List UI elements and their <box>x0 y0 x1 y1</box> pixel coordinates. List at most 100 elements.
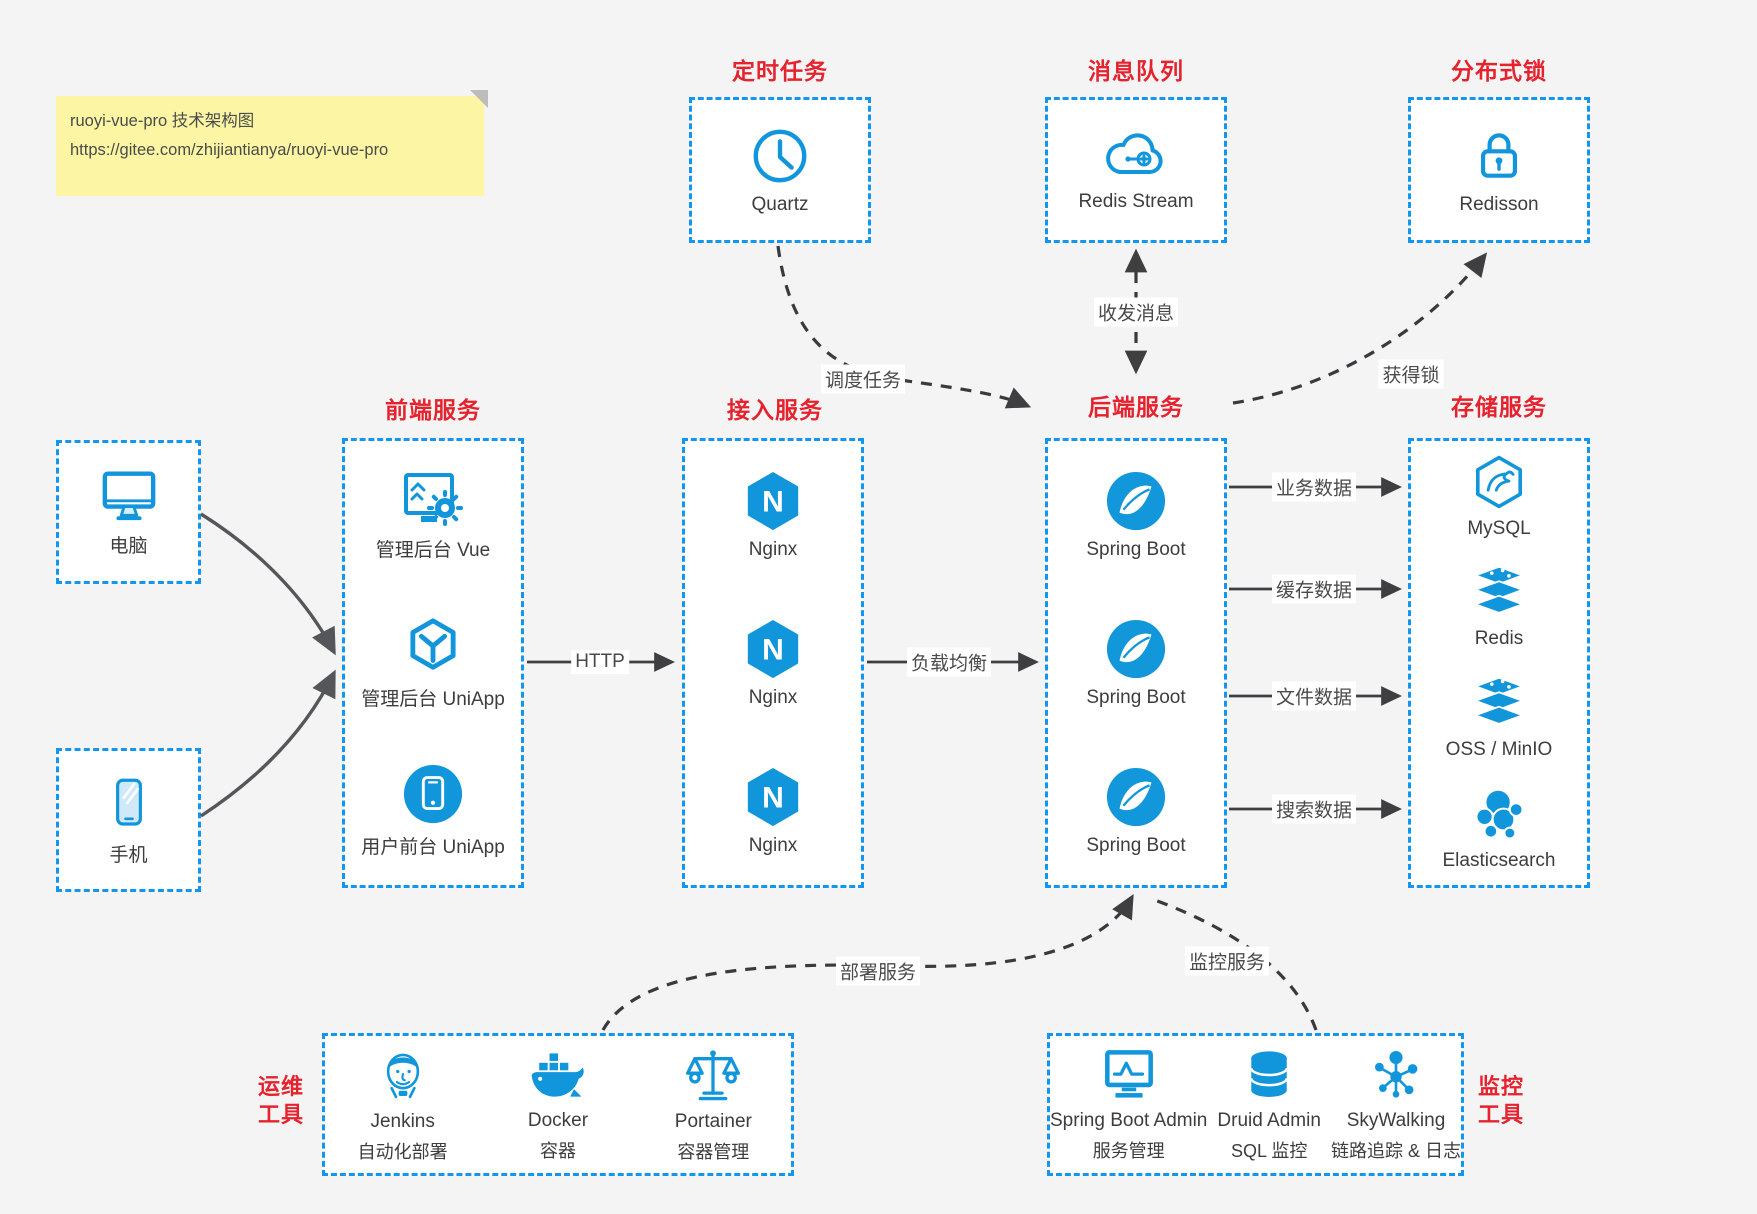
title-monitoring-tools: 监控 工具 <box>1477 1074 1525 1127</box>
svg-text:N: N <box>762 633 784 666</box>
admin-vue-icon <box>404 473 463 526</box>
node-quartz-label: Quartz <box>751 193 809 215</box>
title-frontend: 前端服务 <box>385 397 481 423</box>
nginx-icon: N <box>747 767 799 826</box>
arrow-acquire-lock <box>1232 252 1488 405</box>
title-gateway: 接入服务 <box>727 397 823 423</box>
node-spring-boot-admin-label: Spring Boot Admin <box>1050 1109 1208 1131</box>
scheduled-tasks-box: Quartz <box>689 97 871 243</box>
arrow-pc-to-frontend <box>200 512 336 656</box>
portainer-icon <box>686 1049 741 1100</box>
gear-icon <box>427 490 463 526</box>
node-mysql: MySQL <box>1411 441 1587 552</box>
title-message-queue: 消息队列 <box>1088 58 1184 84</box>
smartphone-icon <box>115 778 142 826</box>
node-skywalking-desc: 链路追踪 & 日志 <box>1330 1140 1461 1161</box>
node-quartz: Quartz <box>692 100 868 240</box>
node-jenkins-desc: 自动化部署 <box>357 1141 448 1162</box>
docker-icon <box>531 1052 584 1097</box>
node-redisson: Redisson <box>1411 100 1587 240</box>
node-docker-label: Docker <box>527 1109 589 1131</box>
lock-icon <box>1480 132 1518 178</box>
node-oss-minio: OSS / MinIO <box>1411 663 1587 774</box>
node-elasticsearch: Elasticsearch <box>1411 774 1587 885</box>
node-oss-minio-label: OSS / MinIO <box>1445 739 1553 760</box>
edge-label-file-data: 文件数据 <box>1271 681 1357 711</box>
title-storage: 存储服务 <box>1451 394 1547 420</box>
gateway-box: N Nginx N Nginx N Nginx <box>682 438 864 888</box>
arrow-phone-to-frontend <box>200 669 336 818</box>
node-springboot-3-label: Spring Boot <box>1086 834 1186 856</box>
note-url: https://gitee.com/zhijiantianya/ruoyi-vu… <box>70 141 389 159</box>
monitor-chart-icon <box>1104 1049 1153 1098</box>
title-backend: 后端服务 <box>1088 394 1184 420</box>
uniapp-icon <box>410 618 456 670</box>
node-springboot-2: Spring Boot <box>1048 589 1224 737</box>
node-docker-desc: 容器 <box>539 1140 576 1161</box>
edge-label-business-data: 业务数据 <box>1271 472 1357 502</box>
clock-icon <box>753 129 807 182</box>
mysql-icon <box>1475 455 1523 509</box>
node-redis-label: Redis <box>1474 628 1524 649</box>
node-admin-vue: 管理后台 Vue <box>345 441 521 589</box>
note-title: ruoyi-vue-pro 技术架构图 <box>70 112 255 130</box>
node-nginx-3-label: Nginx <box>748 834 798 856</box>
node-user-uniapp: 用户前台 UniApp <box>345 737 521 885</box>
nginx-icon: N <box>747 471 799 530</box>
redis-icon <box>1472 565 1526 614</box>
node-springboot-1-label: Spring Boot <box>1086 538 1186 560</box>
node-nginx-3: N Nginx <box>685 737 861 885</box>
node-redis-stream: Redis Stream <box>1048 100 1224 240</box>
jenkins-icon <box>386 1053 419 1098</box>
node-elasticsearch-label: Elasticsearch <box>1442 850 1556 871</box>
message-queue-box: Redis Stream <box>1045 97 1227 243</box>
node-redis-stream-label: Redis Stream <box>1078 190 1194 212</box>
spring-boot-icon <box>1106 619 1166 678</box>
edge-label-load-balance: 负载均衡 <box>906 647 992 677</box>
node-admin-uniapp-label: 管理后台 UniApp <box>361 689 505 710</box>
cloud-icon <box>1106 132 1163 174</box>
edge-label-search-data: 搜索数据 <box>1271 794 1357 824</box>
edge-label-deploy: 部署服务 <box>835 956 921 986</box>
storage-box: MySQL Redis OSS / MinIO <box>1408 438 1590 888</box>
monitoring-tools-box: Spring Boot Admin 服务管理 Druid Admin SQL 监… <box>1047 1033 1464 1176</box>
node-admin-vue-label: 管理后台 Vue <box>375 540 491 561</box>
edge-label-schedule: 调度任务 <box>820 364 906 394</box>
node-nginx-2: N Nginx <box>685 589 861 737</box>
edge-label-send-receive: 收发消息 <box>1093 297 1179 327</box>
client-pc-box: 电脑 <box>56 440 201 584</box>
object-storage-icon <box>1472 676 1526 725</box>
node-docker: Docker 容器 <box>480 1036 635 1173</box>
title-scheduled-tasks: 定时任务 <box>732 58 828 84</box>
ops-tools-box: Jenkins 自动化部署 Docker 容器 <box>322 1033 794 1176</box>
node-portainer: Portainer 容器管理 <box>636 1036 791 1173</box>
node-portainer-desc: 容器管理 <box>677 1141 750 1162</box>
node-jenkins: Jenkins 自动化部署 <box>325 1036 480 1173</box>
node-redis: Redis <box>1411 552 1587 663</box>
node-springboot-3: Spring Boot <box>1048 737 1224 885</box>
node-nginx-1: N Nginx <box>685 441 861 589</box>
node-jenkins-label: Jenkins <box>370 1110 435 1132</box>
node-springboot-1: Spring Boot <box>1048 441 1224 589</box>
node-pc-label: 电脑 <box>109 536 148 557</box>
title-ops-tools: 运维 工具 <box>257 1074 305 1127</box>
elasticsearch-icon <box>1475 788 1524 840</box>
node-druid-admin-desc: SQL 监控 <box>1231 1140 1308 1161</box>
edge-label-monitor: 监控服务 <box>1184 946 1270 976</box>
node-skywalking-label: SkyWalking <box>1346 1109 1446 1131</box>
spring-boot-icon <box>1106 767 1166 826</box>
node-redisson-label: Redisson <box>1459 193 1539 215</box>
node-admin-uniapp: 管理后台 UniApp <box>345 589 521 737</box>
node-nginx-1-label: Nginx <box>748 538 798 560</box>
node-phone-label: 手机 <box>109 845 148 866</box>
topology-icon <box>1374 1050 1418 1098</box>
edge-label-http: HTTP <box>571 650 629 674</box>
desktop-icon <box>102 471 155 521</box>
edge-label-acquire-lock: 获得锁 <box>1378 359 1444 389</box>
client-phone-box: 手机 <box>56 748 201 892</box>
node-druid-admin-label: Druid Admin <box>1217 1109 1321 1131</box>
mobile-app-icon <box>403 764 463 824</box>
sticky-note: ruoyi-vue-pro 技术架构图 https://gitee.com/zh… <box>56 90 488 196</box>
node-portainer-label: Portainer <box>674 1110 752 1132</box>
